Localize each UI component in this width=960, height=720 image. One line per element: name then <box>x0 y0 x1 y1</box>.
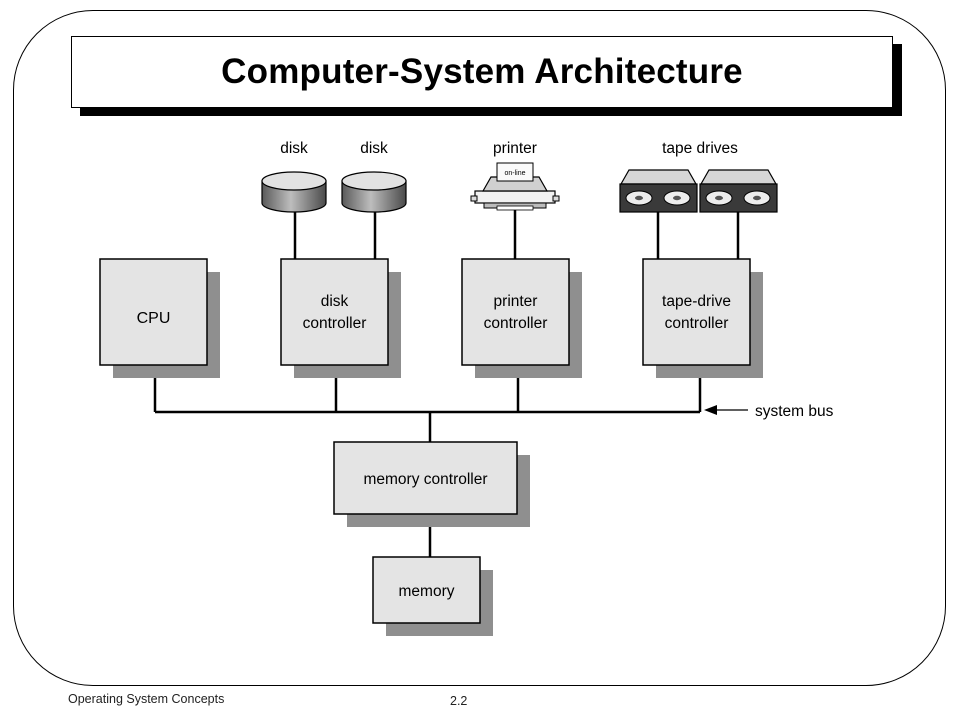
tape-drive-2-icon <box>699 169 778 213</box>
disk-2-icon <box>341 171 407 213</box>
disk-controller-box: disk controller <box>280 258 401 378</box>
memory-label: memory <box>399 583 455 600</box>
tape-drive-1-icon <box>619 169 698 213</box>
printer-label: printer <box>493 140 537 157</box>
system-bus-label: system bus <box>755 403 834 420</box>
disk-controller-label-line1: disk <box>321 293 349 310</box>
cpu-box: CPU <box>99 258 220 378</box>
disk-1-label: disk <box>280 140 308 157</box>
printer-icon: on-line <box>470 162 560 211</box>
arrow-left-icon <box>704 405 717 415</box>
title-box: Computer-System Architecture <box>71 36 893 108</box>
memory-box: memory <box>372 556 493 636</box>
system-bus-pointer <box>704 405 748 415</box>
memory-controller-label: memory controller <box>363 471 487 488</box>
cpu-label: CPU <box>137 310 171 327</box>
memory-controller-box: memory controller <box>333 441 530 527</box>
tape-drives-label: tape drives <box>662 140 738 157</box>
printer-controller-label-line1: printer <box>494 293 538 310</box>
printer-controller-label-line2: controller <box>484 315 548 332</box>
footer-course-title: Operating System Concepts <box>68 692 225 706</box>
disk-1-icon <box>261 171 327 213</box>
printer-panel-label: on-line <box>504 170 525 177</box>
tape-controller-box: tape-drive controller <box>642 258 763 378</box>
slide-title: Computer-System Architecture <box>221 52 743 91</box>
printer-controller-box: printer controller <box>461 258 582 378</box>
tape-controller-label-line1: tape-drive <box>662 293 731 310</box>
disk-controller-label-line2: controller <box>303 315 367 332</box>
device-links <box>293 210 740 260</box>
footer-page-number: 2.2 <box>450 694 468 708</box>
disk-2-label: disk <box>360 140 388 157</box>
tape-controller-label-line2: controller <box>665 315 729 332</box>
